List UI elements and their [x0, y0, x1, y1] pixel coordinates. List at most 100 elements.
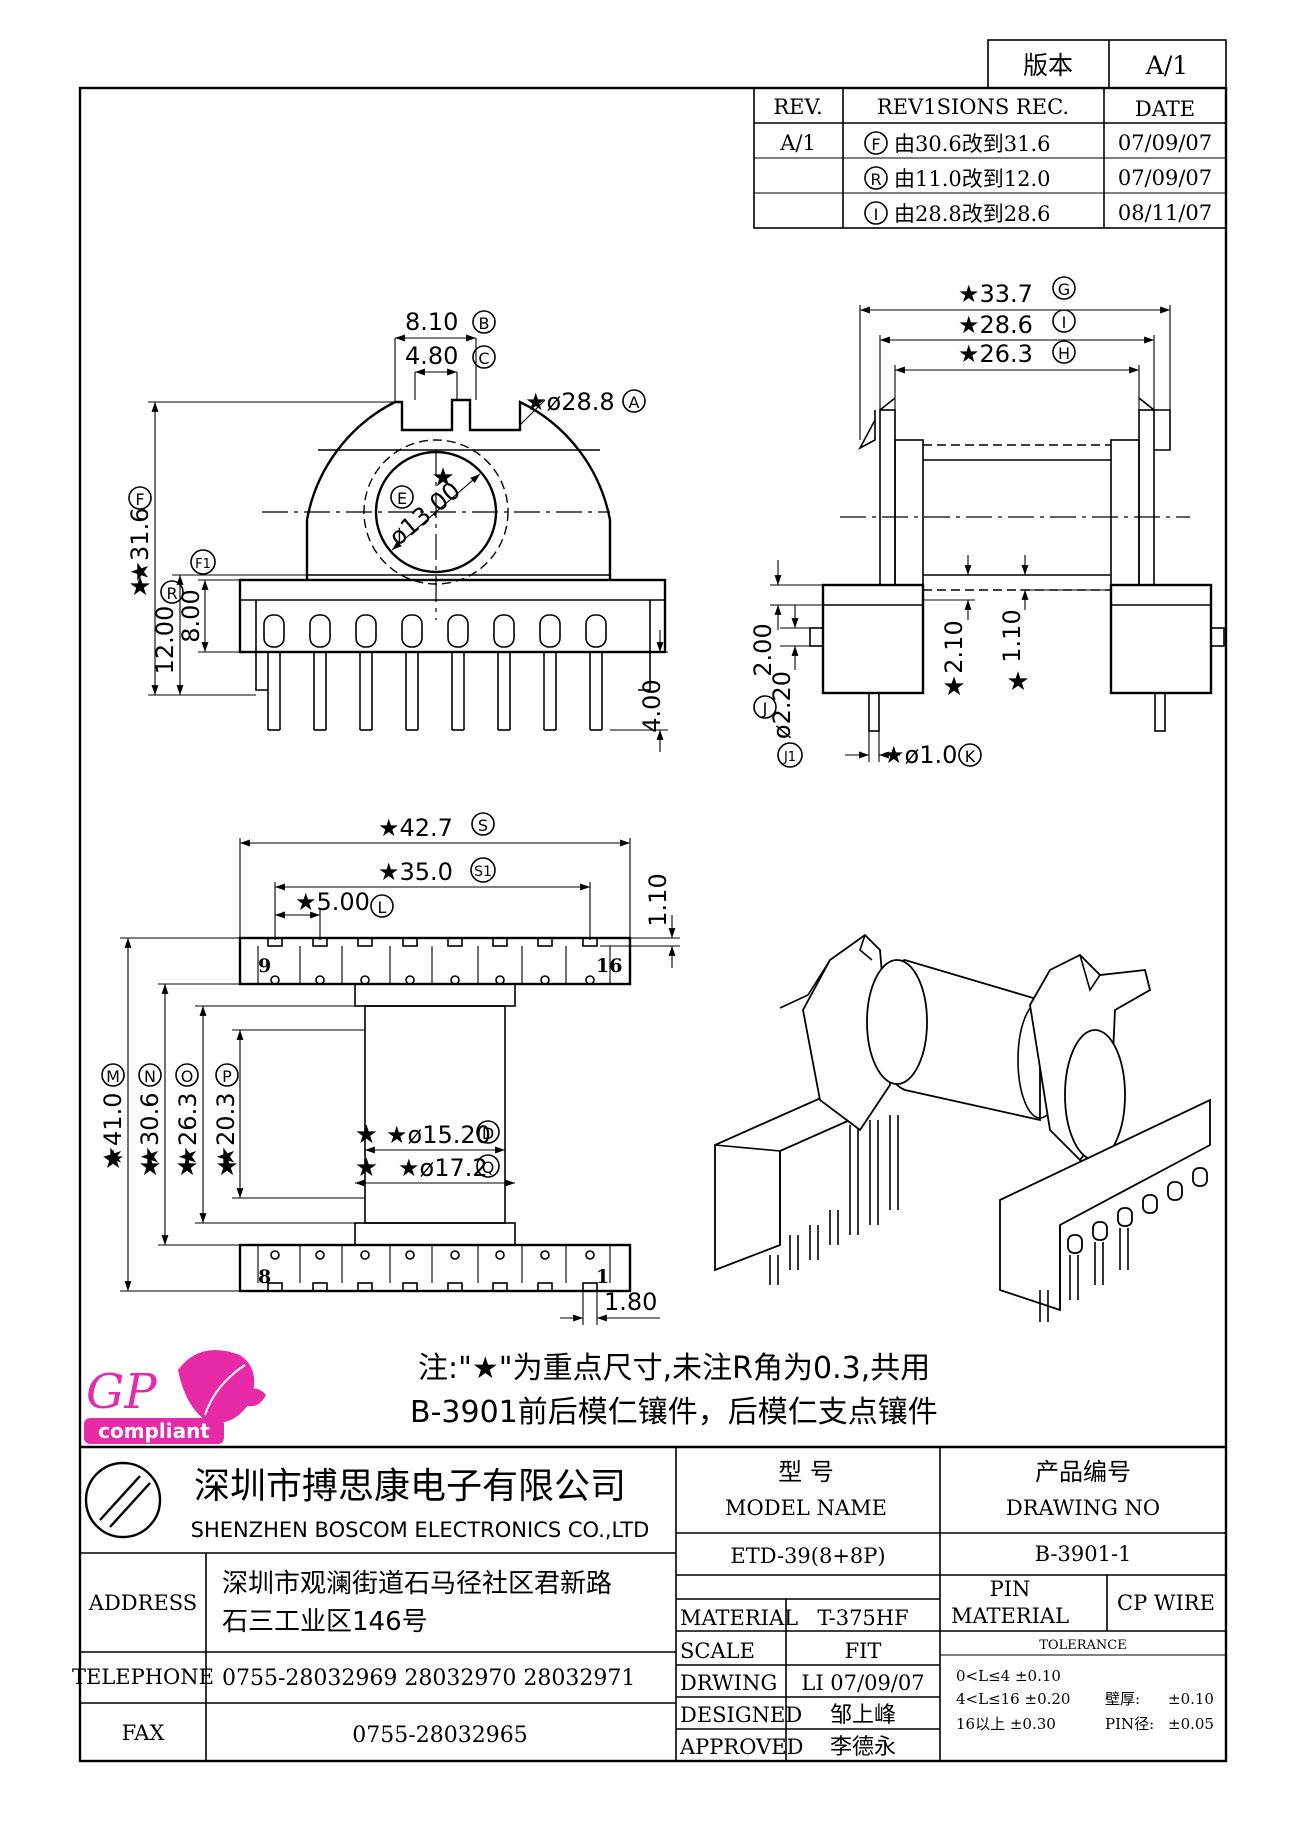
front-dim-pin-length: 4.00 — [638, 679, 666, 732]
note-line-2: B-3901前后模仁镶件，后模仁支点镶件 — [410, 1395, 938, 1430]
rev-row-2-text: 由11.0改到12.0 — [894, 167, 1051, 191]
version-box: 版本 A/1 — [987, 39, 1227, 89]
front-dim-F1: 8.00 — [177, 589, 205, 642]
bottom-view: 9 16 8 1 ★42.7 S ★35.0 S1 ★5.00 L 1.10 — [99, 812, 680, 1325]
scale-value: FIT — [845, 1639, 882, 1663]
rev-row-2-date: 07/09/07 — [1118, 166, 1212, 190]
version-value: A/1 — [1145, 51, 1188, 80]
front-view: ø13.00 E ★ — [126, 308, 668, 752]
pin-label-8: 8 — [258, 1266, 271, 1288]
side-marker-I: I — [1062, 313, 1067, 332]
front-marker-F1: F1 — [195, 557, 211, 572]
scale-label: SCALE — [680, 1639, 755, 1663]
rev-row-3-marker: I — [874, 205, 879, 224]
pin-label-16: 16 — [596, 955, 622, 977]
gp-compliant-badge: GP compliant — [84, 1350, 266, 1444]
title-block: 深圳市搏思康电子有限公司 SHENZHEN BOSCOM ELECTRONICS… — [72, 1445, 1226, 1761]
side-marker-J: J — [762, 699, 768, 718]
address-line-2: 石三工业区146号 — [222, 1607, 428, 1637]
bottom-marker-N: N — [144, 1067, 156, 1086]
bottom-dim-P: ★20.3 — [212, 1093, 240, 1168]
svg-text:★: ★ — [942, 672, 965, 702]
rev-row-3-text: 由28.8改到28.6 — [894, 202, 1051, 226]
company-logo-icon — [84, 1461, 162, 1539]
bottom-marker-M: M — [106, 1067, 120, 1086]
side-dim-H: ★26.3 — [958, 340, 1033, 368]
rev-header: REV. — [773, 95, 822, 119]
drawing-label-cn: 产品编号 — [1035, 1458, 1131, 1486]
bottom-marker-Q: Q — [482, 1158, 495, 1177]
approved-label: APPROVED — [679, 1735, 803, 1759]
fax-label: FAX — [122, 1721, 165, 1745]
front-marker-R: R — [166, 584, 177, 603]
rev-row-1-rev: A/1 — [779, 131, 816, 155]
bottom-dim-S: ★42.7 — [378, 814, 453, 842]
bottom-marker-S: S — [478, 816, 488, 835]
front-dim-B: 8.10 — [405, 308, 458, 336]
drawing-label-en: DRAWING NO — [1006, 1496, 1160, 1520]
bottom-dim-1-80: 1.80 — [604, 1288, 657, 1316]
bottom-pin-holes — [270, 975, 595, 1260]
front-dim-A: ★ø28.8 — [525, 388, 615, 416]
front-pins — [255, 614, 651, 731]
drwing-value: LI 07/09/07 — [801, 1671, 924, 1695]
svg-text:★: ★ — [175, 1152, 198, 1182]
bottom-marker-S1: S1 — [474, 864, 492, 880]
bottom-dim-1-10: 1.10 — [644, 873, 672, 926]
front-dim-C: 4.80 — [405, 342, 458, 370]
side-marker-H: H — [1058, 344, 1070, 363]
side-dim-K: ★ø1.0 — [883, 741, 957, 769]
svg-text:★: ★ — [215, 1152, 238, 1182]
side-marker-J1: J1 — [783, 750, 796, 765]
svg-text:★: ★ — [355, 1153, 378, 1183]
svg-text:★: ★ — [431, 463, 454, 493]
gp-logo-text: GP — [86, 1364, 157, 1420]
version-label: 版本 — [1023, 51, 1073, 80]
rev-row-1-marker: F — [871, 135, 880, 154]
designed-label: DESIGNED — [680, 1703, 802, 1727]
tolerance-range-1: 0<L≤4 ±0.10 — [956, 1667, 1061, 1685]
drawing-value: B-3901-1 — [1035, 1542, 1132, 1566]
address-line-1: 深圳市观澜街道石马径社区君新路 — [222, 1569, 612, 1599]
pin-material-label-2: MATERIAL — [951, 1604, 1069, 1628]
tolerance-range-3: 16以上 ±0.30 — [956, 1715, 1056, 1733]
front-marker-F: F — [135, 490, 144, 509]
front-marker-A: A — [629, 393, 640, 412]
pin-diameter-label: PIN径: — [1105, 1715, 1154, 1733]
model-value: ETD-39(8+8P) — [730, 1544, 885, 1568]
svg-text:★: ★ — [128, 572, 151, 602]
tolerance-label: TOLERANCE — [1039, 1638, 1126, 1653]
isometric-view — [714, 933, 1211, 1322]
bottom-dim-S1: ★35.0 — [378, 858, 453, 886]
model-label-cn: 型 号 — [778, 1458, 834, 1486]
side-marker-G: G — [1058, 280, 1070, 299]
wall-thickness-value: ±0.10 — [1168, 1690, 1214, 1708]
pin-diameter-value: ±0.05 — [1168, 1715, 1214, 1733]
bottom-dim-N: ★30.6 — [136, 1093, 164, 1168]
svg-text:★: ★ — [138, 1152, 161, 1182]
bottom-dim-L: ★5.00 — [295, 888, 370, 916]
rev-row-1-date: 07/09/07 — [1118, 131, 1212, 155]
date-header: DATE — [1135, 97, 1195, 121]
pin-material-value: CP WIRE — [1117, 1591, 1215, 1615]
compliant-text: compliant — [98, 1419, 210, 1443]
front-marker-B: B — [479, 314, 490, 333]
pin-label-1: 1 — [596, 1266, 609, 1288]
side-dim-I: ★28.6 — [958, 311, 1033, 339]
material-value: T-375HF — [817, 1606, 908, 1630]
material-label: MATERIAL — [680, 1606, 798, 1630]
bottom-marker-L: L — [378, 898, 387, 917]
svg-text:★: ★ — [1006, 667, 1029, 697]
rev-row-2-marker: R — [870, 170, 881, 189]
model-label-en: MODEL NAME — [725, 1496, 887, 1520]
note-line-1: 注:"★"为重点尺寸,未注R角为0.3,共用 — [418, 1351, 930, 1386]
side-dim-1-10: 1.10 — [998, 609, 1026, 662]
wall-thickness-label: 壁厚: — [1105, 1690, 1140, 1708]
fax-value: 0755-28032965 — [352, 1723, 527, 1748]
rev-row-1-text: 由30.6改到31.6 — [894, 132, 1051, 156]
bottom-marker-O: O — [181, 1067, 194, 1086]
approved-value: 李德永 — [830, 1735, 896, 1760]
tolerance-range-2: 4<L≤16 ±0.20 — [956, 1690, 1070, 1708]
front-marker-C: C — [478, 349, 489, 368]
address-label: ADDRESS — [88, 1591, 197, 1615]
